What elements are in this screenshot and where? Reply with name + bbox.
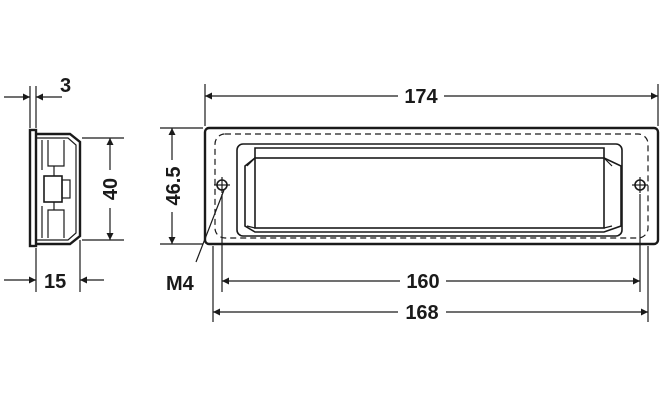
dim-overall-length: 174 bbox=[404, 86, 438, 108]
front-grip-bevels bbox=[246, 157, 613, 229]
dim-inner-length: 168 bbox=[405, 302, 438, 324]
m4-leader-line bbox=[195, 189, 225, 263]
dim-side-height: 40 bbox=[100, 178, 122, 200]
side-body-inner bbox=[36, 137, 77, 241]
dim-thickness: 3 bbox=[60, 75, 71, 97]
side-detail-3 bbox=[47, 209, 65, 238]
front-outer-flange bbox=[203, 126, 660, 246]
front-hidden-outline bbox=[214, 133, 649, 239]
side-flange bbox=[28, 128, 38, 248]
front-grip-face bbox=[254, 157, 605, 229]
side-clip bbox=[43, 175, 63, 203]
front-view: 174 46.5 M4 160 168 bbox=[160, 84, 660, 324]
mounting-hole-right bbox=[632, 177, 648, 193]
front-grip-edge bbox=[244, 147, 622, 233]
side-detail-2 bbox=[47, 140, 65, 167]
dim-height: 46.5 bbox=[163, 167, 185, 206]
side-clip-tab bbox=[61, 179, 71, 199]
mounting-hole-left bbox=[214, 177, 230, 193]
dim-depth: 15 bbox=[44, 271, 66, 293]
dim-hole-spacing: 160 bbox=[406, 271, 439, 293]
thread-label: M4 bbox=[166, 273, 195, 295]
front-pocket bbox=[236, 143, 623, 237]
side-body bbox=[36, 132, 82, 246]
side-view: 3 15 40 bbox=[4, 75, 124, 293]
